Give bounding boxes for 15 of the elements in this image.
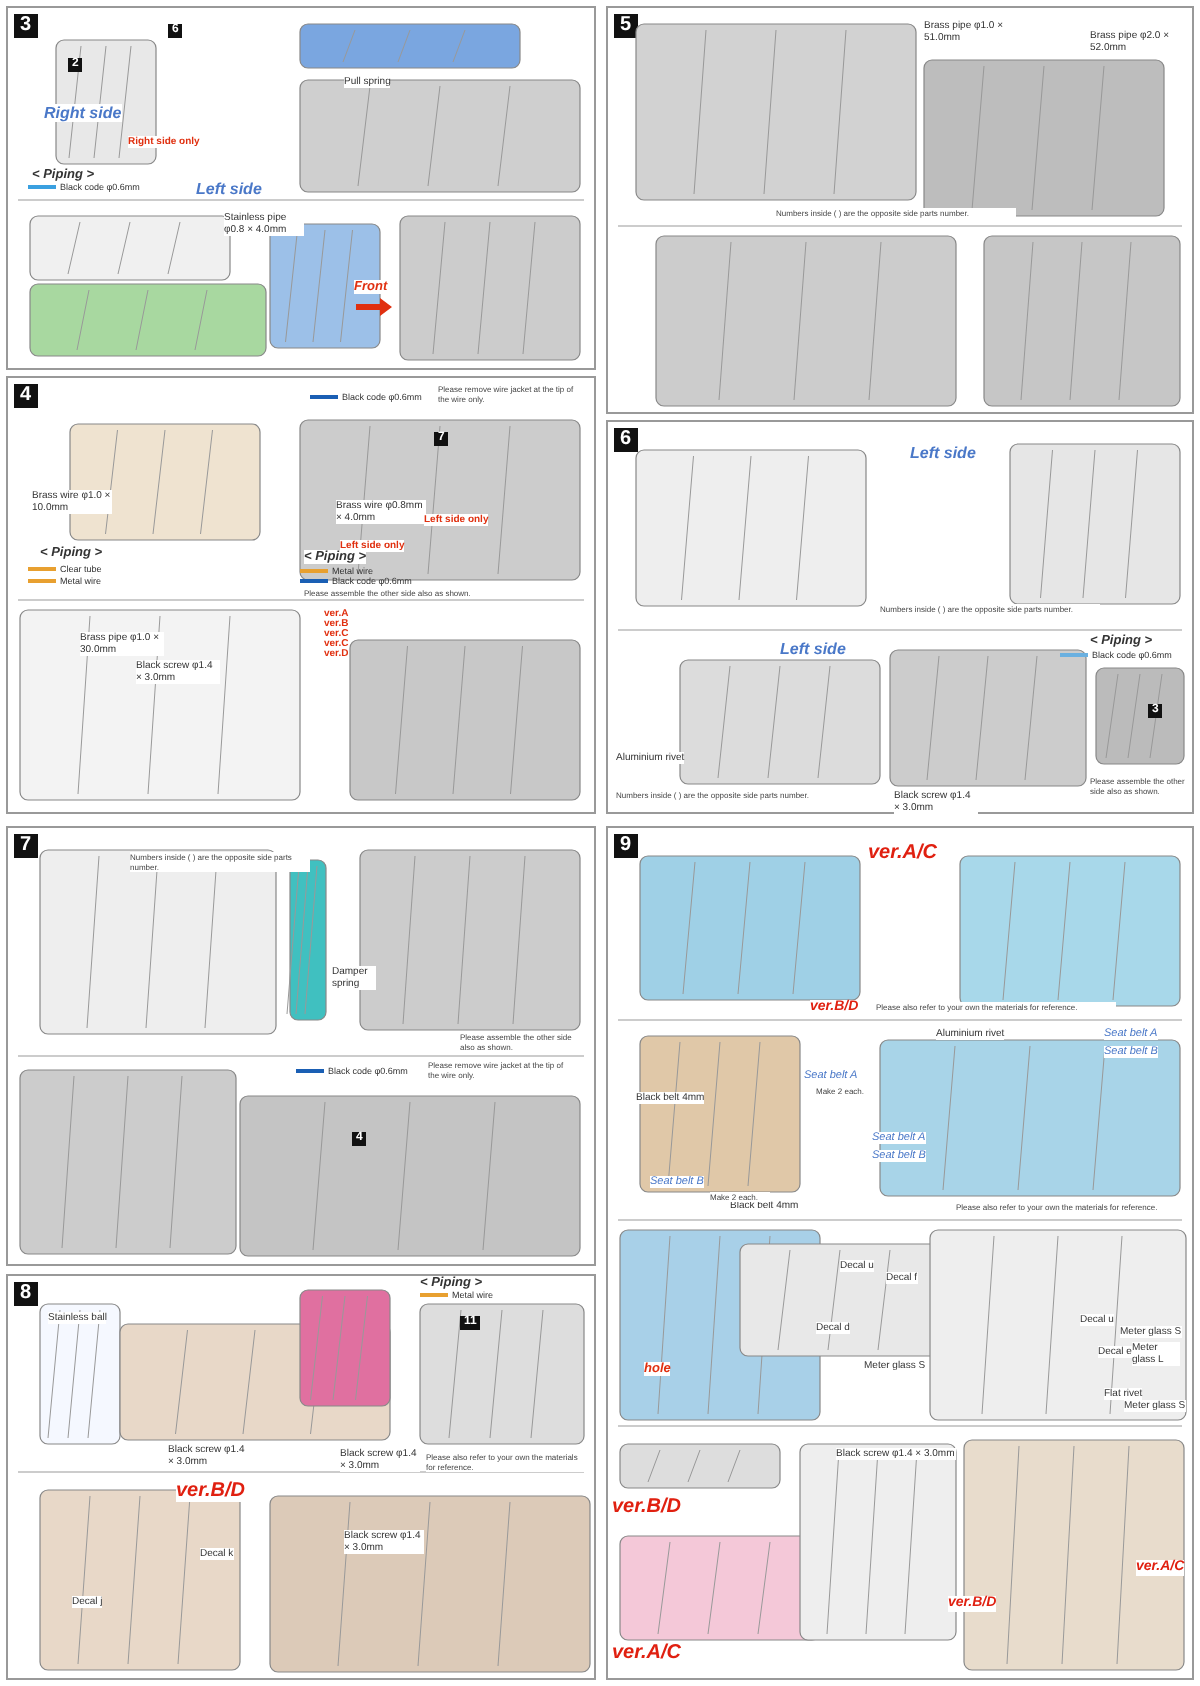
- version-label: ver.A/C: [612, 1642, 681, 1664]
- version-label: ver.B/D: [612, 1496, 681, 1518]
- step-number: 3: [14, 14, 38, 38]
- step-number: 4: [14, 384, 38, 408]
- side-label: Right side: [44, 104, 122, 122]
- step-number: 7: [14, 834, 38, 858]
- side-label: Left side: [196, 180, 262, 198]
- version-label: ver.B/D: [176, 1480, 245, 1502]
- version-label: ver.A/C: [868, 842, 937, 864]
- step-number: 8: [14, 1282, 38, 1306]
- step-number: 9: [614, 834, 638, 858]
- step-number: 5: [614, 14, 638, 38]
- step-number: 6: [614, 428, 638, 452]
- side-label: Left side: [780, 640, 846, 658]
- side-label: Left side: [910, 444, 976, 462]
